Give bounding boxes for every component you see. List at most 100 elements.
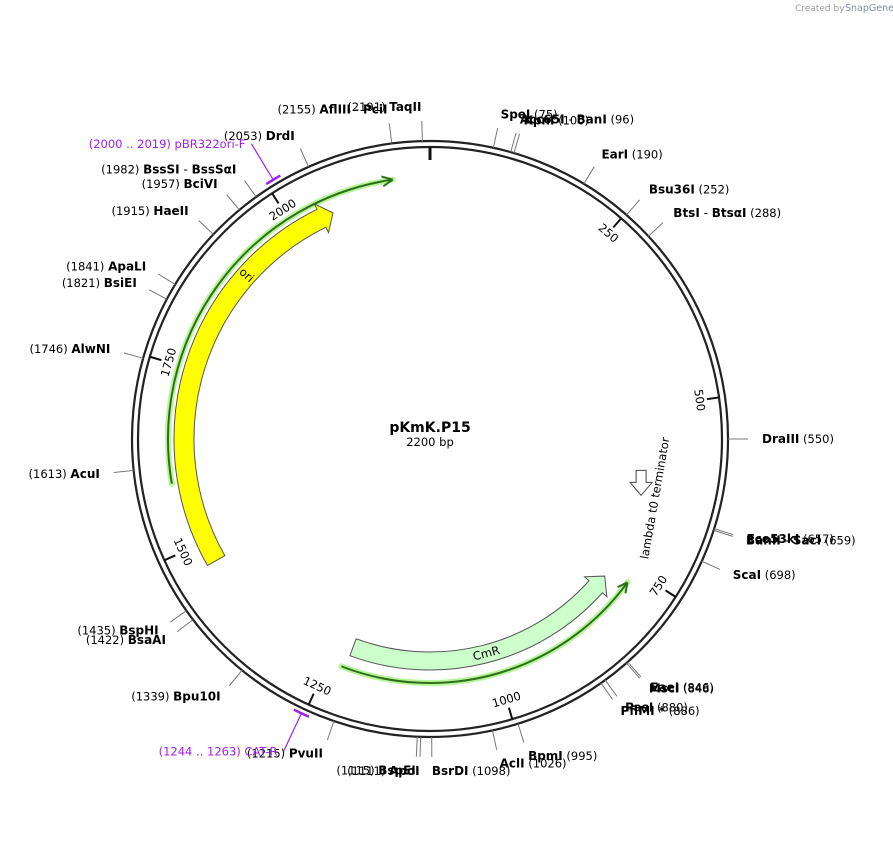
- site-afliii: (2155) AflIII - PciI: [277, 103, 393, 144]
- feature-ori: ori: [173, 202, 334, 567]
- site-label: (2191) TaqII: [347, 100, 421, 114]
- feature-arrow-ori: [173, 202, 334, 567]
- separator: -: [781, 534, 793, 548]
- site-bpmi: BpmI (995): [517, 723, 598, 763]
- feature-label-cmr: CmR: [471, 643, 501, 663]
- site-leader: [244, 180, 257, 198]
- site-label: (2053) DrdI: [224, 129, 295, 143]
- cut-position: (252): [695, 182, 730, 196]
- site-leader: [148, 289, 168, 300]
- primer-label: (1244 .. 1263) CAT-R: [159, 744, 278, 758]
- cut-position: (1422): [86, 633, 128, 647]
- site-bpu10i: (1339) Bpu10I: [131, 669, 243, 704]
- tick-mark-2000: [271, 192, 280, 204]
- tick-label-1500: 1500: [171, 536, 196, 568]
- enzyme-name: ApoI: [389, 764, 420, 778]
- separator: -: [700, 206, 712, 220]
- site-pflmi: PflMI * (886): [600, 682, 700, 718]
- enzyme-name: AflIII: [319, 103, 351, 117]
- cut-position: (846): [679, 680, 714, 694]
- enzyme-name: DrdI: [266, 129, 295, 143]
- site-bsssi: (1982) BssSI - BssSαI: [101, 162, 257, 198]
- site-label: (2155) AflIII - PciI: [277, 103, 387, 117]
- site-bsiei: (1821) BsiEI: [62, 276, 168, 300]
- site-draiii: DraIII (550): [728, 432, 834, 446]
- primer-leader: [250, 143, 274, 181]
- enzyme-name: Bsu36I: [649, 182, 695, 196]
- enzyme-name: HaeII: [153, 204, 188, 218]
- site-leader: [648, 222, 664, 237]
- orf-layer: [165, 175, 631, 686]
- primer-layer: (2000 .. 2019) pBR322ori-F(1244 .. 1263)…: [89, 137, 310, 758]
- site-label: Bsu36I (252): [649, 182, 730, 196]
- tick-mark-750: [665, 589, 677, 598]
- site-label: (1915) HaeII: [112, 204, 189, 218]
- site-bsphi: (1435) BspHI: [77, 610, 187, 637]
- cut-position: (1111): [347, 764, 389, 778]
- site-label: (1215) PvuII: [247, 746, 323, 760]
- cut-position: (288): [747, 206, 782, 220]
- primer-name: CAT-R: [244, 744, 277, 758]
- tick-mark-1500: [163, 554, 176, 562]
- cut-position: (1982): [101, 162, 143, 176]
- orf-head-1: [381, 175, 394, 188]
- cut-position: (1215): [247, 746, 289, 760]
- site-spei: SpeI (75): [492, 108, 558, 148]
- cut-position: (1435): [77, 623, 119, 637]
- cut-position: (1915): [112, 204, 154, 218]
- cut-position: (698): [761, 568, 796, 582]
- site-leader: [513, 133, 521, 154]
- enzyme-name: BtsαI: [712, 206, 747, 220]
- cut-position: (886): [665, 704, 700, 718]
- separator: -: [351, 103, 363, 117]
- site-leader: [600, 682, 613, 700]
- site-msci: MscI (848): [626, 662, 714, 696]
- cut-position: (848): [680, 682, 715, 696]
- enzyme-name: BpmI: [528, 749, 563, 763]
- enzyme-name: KpnI: [524, 113, 555, 127]
- tick-mark-1000: [507, 707, 514, 720]
- site-label: PflMI * (886): [621, 704, 700, 718]
- plasmid-title: pKmK.P15 2200 bp: [389, 420, 470, 449]
- enzyme-name: BsrDI: [432, 764, 469, 778]
- site-haeii: (1915) HaeII: [112, 204, 214, 235]
- site-label: (1613) AcuI: [29, 467, 100, 481]
- site-leader: [198, 220, 214, 235]
- enzyme-name: PasI: [625, 701, 653, 715]
- site-leader: [713, 529, 733, 537]
- site-label: MscI (848): [649, 682, 714, 696]
- enzyme-name: EarI: [601, 148, 628, 162]
- site-label: BtsI - BtsαI (288): [673, 206, 781, 220]
- credit: Created by SnapGene: [795, 3, 893, 14]
- cut-position: (995): [563, 749, 598, 763]
- created-by-text: Created by: [795, 4, 845, 14]
- primer-name: pBR322ori-F: [175, 137, 246, 151]
- primer-leader: [283, 713, 302, 752]
- cut-position: (1115): [336, 764, 378, 778]
- cut-position: (550): [799, 432, 834, 446]
- site-label: PasI (880): [625, 701, 688, 715]
- site-bcivi: (1957) BciVI: [142, 177, 240, 211]
- site-leader: [388, 123, 393, 144]
- site-label: (1982) BssSI - BssSαI: [101, 162, 236, 176]
- enzyme-name: BspHI: [119, 623, 158, 637]
- site-label: (1111) ApoI: [347, 764, 420, 778]
- primer-cat-r: (1244 .. 1263) CAT-R: [159, 708, 310, 758]
- site-leader: [517, 723, 525, 743]
- site-leader: [583, 166, 595, 185]
- site-leader: [226, 194, 240, 211]
- enzyme-name: PvuII: [289, 746, 323, 760]
- cut-position: (1098): [469, 764, 511, 778]
- site-label: (1422) BsaAI: [86, 633, 166, 647]
- enzyme-name: MscI: [649, 682, 680, 696]
- orf-line-0: [341, 581, 629, 684]
- enzyme-name: PciI: [363, 103, 388, 117]
- tick-label-250: 250: [596, 221, 622, 246]
- site-pvuii: (1215) PvuII: [247, 720, 335, 760]
- enzyme-name: BanII: [746, 534, 781, 548]
- site-leader: [701, 560, 721, 570]
- site-eco53ki: Eco53kI (657): [714, 528, 834, 546]
- site-btsi: BtsI - BtsαI (288): [648, 206, 781, 237]
